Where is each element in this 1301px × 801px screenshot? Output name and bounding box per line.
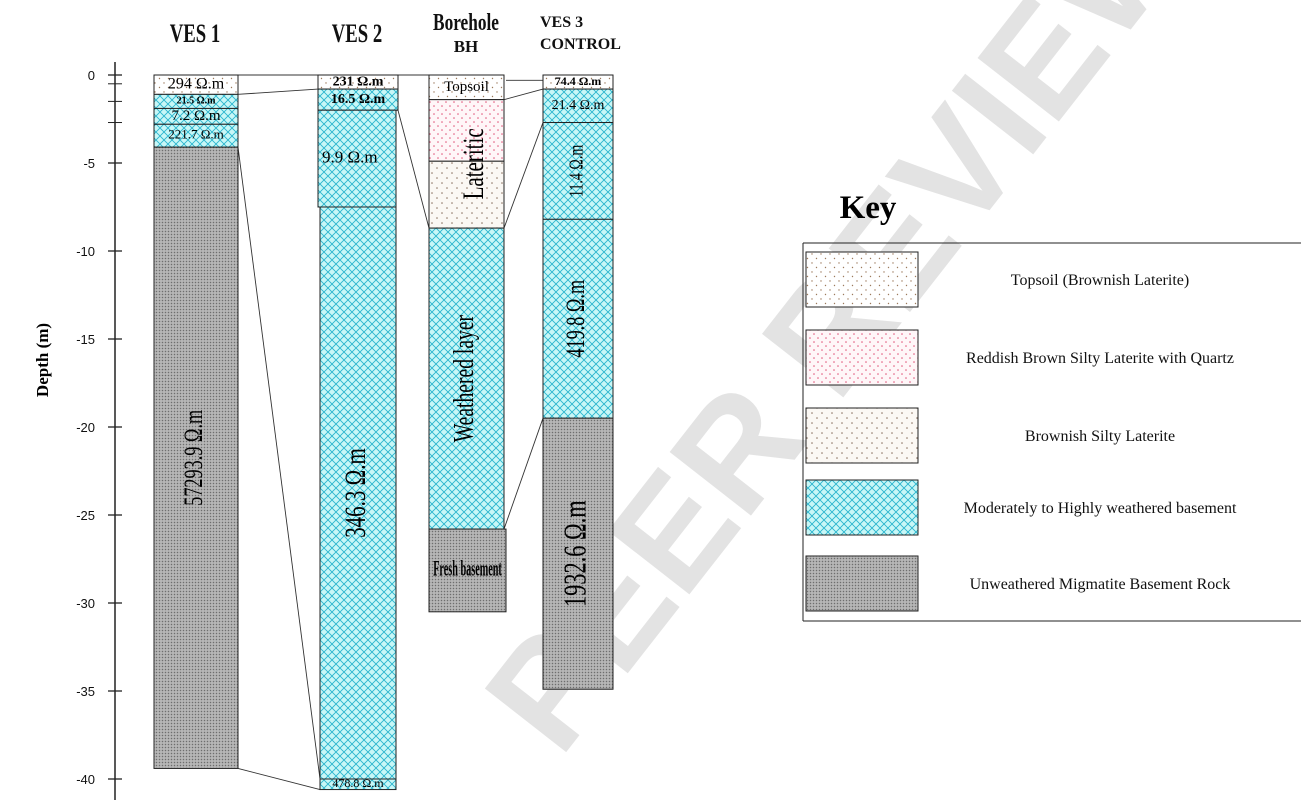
ves2-column: 231 Ω.m 16.5 Ω.m 9.9 Ω.m 346.3 Ω.m 478.8 Ω.m — [318, 74, 398, 790]
ves3-layer-5-label: 1932.6 Ω.m — [556, 500, 592, 607]
depth-tick-label: -20 — [76, 420, 95, 435]
ves2-layer-2-label: 16.5 Ω.m — [331, 92, 386, 107]
ves3-layer-2-label: 21.4 Ω.m — [552, 98, 605, 113]
legend-title: Key — [840, 190, 897, 226]
legend-label-fresh: Unweathered Migmatite Basement Rock — [970, 576, 1231, 593]
ves1-layer-5-label: 57293.9 Ω.m — [179, 409, 208, 505]
borehole-layer-5-label: Fresh basement — [433, 556, 502, 580]
ves1-layer-3-label: 7.2 Ω.m — [171, 108, 220, 124]
ves3-layer-1-label: 74.4 Ω.m — [555, 74, 602, 88]
legend-label-reddish: Reddish Brown Silty Laterite with Quartz — [966, 350, 1234, 367]
depth-axis: 0 -5 -10 -15 -20 -25 -30 -35 -40 Depth (m) — [33, 62, 122, 800]
ves2-layer-1-label: 231 Ω.m — [333, 74, 384, 89]
legend-swatch-topsoil — [806, 252, 918, 307]
depth-axis-label: Depth (m) — [33, 323, 52, 397]
ves3-column: 74.4 Ω.m 21.4 Ω.m 11.4 Ω.m 419.8 Ω.m 1932.6 … — [543, 74, 613, 689]
correlation-line — [398, 110, 429, 228]
ves1-layer-1-label: 294 Ω.m — [168, 75, 225, 92]
ves2-layer-5-label: 478.8 Ω.m — [332, 776, 384, 790]
correlation-line — [504, 418, 543, 529]
ves3-layer-4-label: 419.8 Ω.m — [561, 279, 590, 357]
legend-label-brownish: Brownish Silty Laterite — [1025, 428, 1175, 445]
legend-label-weathered: Moderately to Highly weathered basement — [964, 500, 1237, 517]
depth-tick-label: -30 — [76, 596, 95, 611]
ves1-layer-4-label: 221.7 Ω.m — [168, 127, 224, 142]
borehole-lateritic-label: Lateritic — [456, 128, 490, 199]
ves2-layer-3-label: 9.9 Ω.m — [322, 148, 378, 167]
borehole-subheader: BH — [454, 37, 479, 56]
correlation-line — [238, 147, 320, 779]
legend-swatch-brownish — [806, 408, 918, 463]
borehole-header: Borehole — [433, 8, 499, 36]
legend: Key Topsoil (Brownish Laterite) Reddish B… — [803, 190, 1301, 621]
depth-tick-label: -15 — [76, 332, 95, 347]
legend-items: Topsoil (Brownish Laterite) Reddish Brown… — [806, 252, 1237, 611]
correlation-line — [238, 89, 318, 94]
correlation-line — [504, 89, 543, 100]
depth-tick-label: -10 — [76, 244, 95, 259]
depth-tick-label: -40 — [76, 772, 95, 787]
depth-tick-label: -25 — [76, 508, 95, 523]
ves3-subheader: CONTROL — [540, 36, 621, 53]
ves3-header: VES 3 — [540, 14, 583, 31]
ves1-column: 294 Ω.m 21.5 Ω.m7.2 Ω.m 221.7 Ω.m 57293.9 Ω… — [154, 75, 238, 768]
depth-tick-label: -5 — [83, 156, 95, 171]
ves2-header: VES 2 — [332, 19, 382, 48]
borehole-layer-4-label: Weathered layer — [449, 315, 480, 442]
depth-tick-label: 0 — [88, 68, 95, 83]
correlation-line — [504, 123, 543, 229]
correlation-line — [238, 768, 320, 789]
legend-swatch-weathered — [806, 480, 918, 535]
ves3-layer-3-label: 11.4 Ω.m — [565, 144, 587, 197]
legend-swatch-reddish — [806, 330, 918, 385]
borehole-layer-1-label: Topsoil — [444, 79, 489, 95]
ves1-layer-2-label: 21.5 Ω.m — [177, 96, 217, 107]
depth-tick-label: -35 — [76, 684, 95, 699]
legend-label-topsoil: Topsoil (Brownish Laterite) — [1011, 272, 1189, 289]
ves2-layer-4-label: 346.3 Ω.m — [338, 448, 372, 538]
legend-swatch-fresh — [806, 556, 918, 611]
ves1-header: VES 1 — [170, 19, 220, 48]
